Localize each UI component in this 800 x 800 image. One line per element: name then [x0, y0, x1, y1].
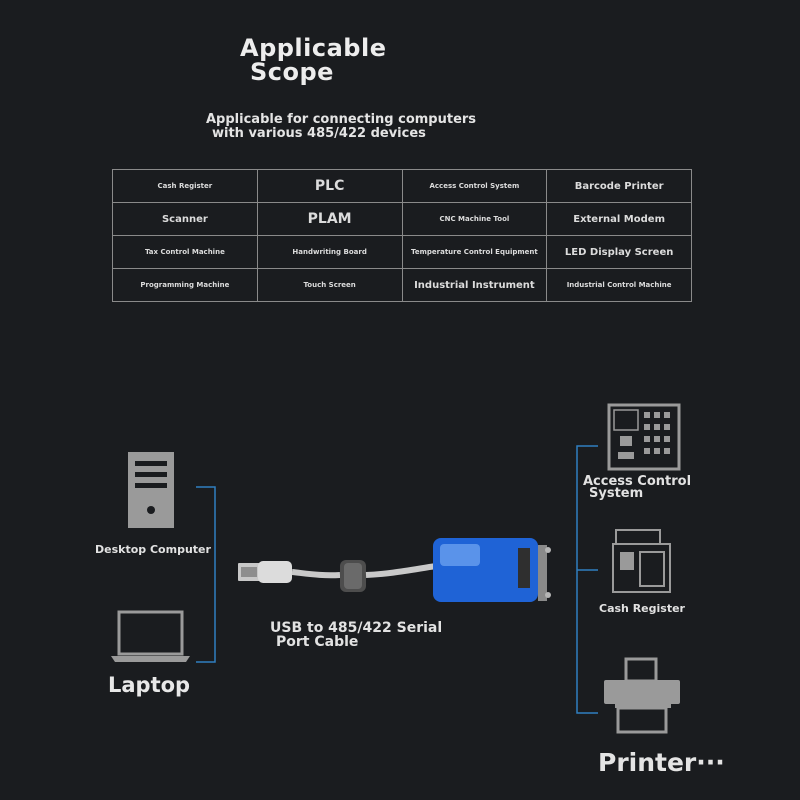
access-control-label: Access Control System: [583, 474, 743, 501]
usb-serial-cable-icon: [238, 538, 551, 602]
access-label-line-2: System: [589, 486, 644, 501]
cash-register-icon: [612, 529, 671, 593]
cable-label-line-1: USB to 485/422 Serial: [270, 620, 443, 636]
device-cell: Tax Control Machine: [112, 235, 258, 269]
page-title: Applicable Scope: [240, 36, 480, 84]
device-cell: Programming Machine: [112, 268, 258, 302]
title-line-2: Scope: [250, 58, 334, 86]
cable-label-line-2: Port Cable: [276, 634, 359, 650]
device-cell: PLAM: [256, 202, 403, 236]
desktop-computer-icon: [128, 452, 174, 528]
page-subtitle: Applicable for connecting computers with…: [206, 113, 526, 141]
device-cell: Industrial Control Machine: [546, 268, 692, 302]
printer-label: Printer···: [598, 748, 725, 777]
access-label-line-1: Access Control: [583, 474, 692, 489]
cash-register-label: Cash Register: [599, 602, 685, 615]
device-cell: Access Control System: [401, 169, 548, 203]
right-bracket-line: [576, 445, 598, 714]
laptop-label: Laptop: [108, 673, 191, 697]
subtitle-line-2: with various 485/422 devices: [212, 126, 426, 141]
access-control-icon: [607, 403, 681, 471]
device-cell: Industrial Instrument: [401, 268, 548, 302]
device-cell: Barcode Printer: [546, 169, 692, 203]
subtitle-line-1: Applicable for connecting computers: [206, 112, 477, 127]
left-bracket-line: [196, 486, 216, 663]
device-cell: Handwriting Board: [256, 235, 403, 269]
laptop-icon: [111, 610, 190, 662]
title-line-1: Applicable: [240, 34, 387, 62]
printer-icon: [604, 657, 680, 734]
desktop-computer-label: Desktop Computer: [95, 543, 211, 556]
device-cell: Touch Screen: [256, 268, 403, 302]
device-cell: External Modem: [546, 202, 692, 236]
cable-label: USB to 485/422 Serial Port Cable: [270, 621, 510, 649]
